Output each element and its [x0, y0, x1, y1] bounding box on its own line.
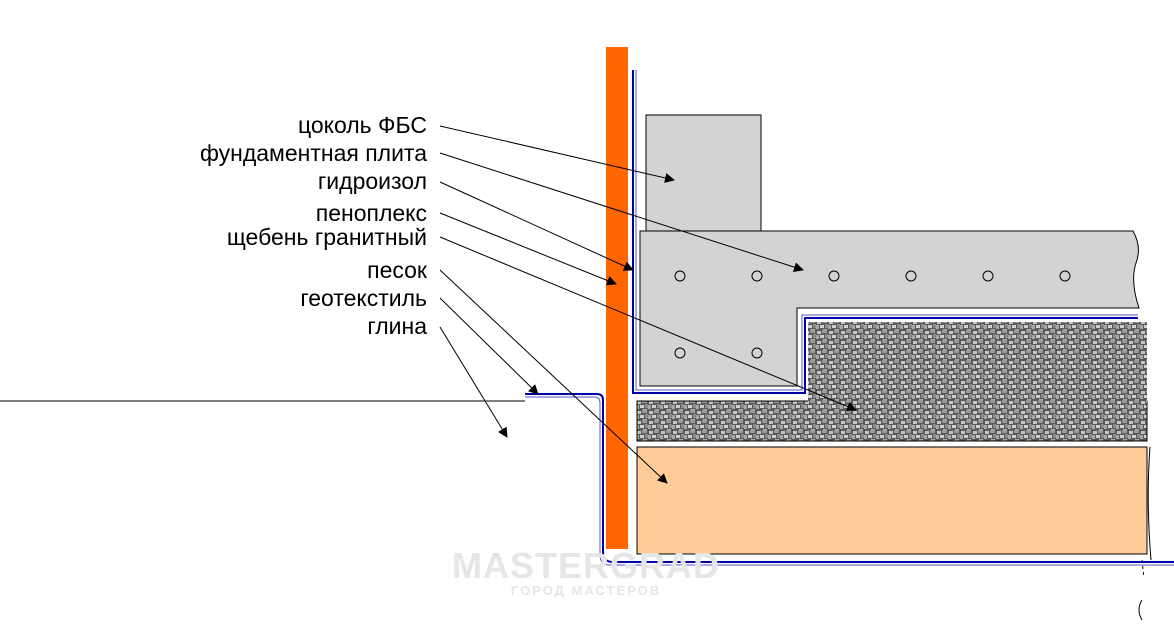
waterproofing-layer	[632, 70, 1138, 394]
rebar-mark	[982, 270, 994, 282]
break-mark	[1138, 599, 1143, 621]
waterproofing-layer-inner	[635, 70, 1138, 391]
leader-arrow-clay	[439, 326, 508, 438]
leader-lines	[439, 125, 857, 484]
label-sand: песок	[367, 257, 428, 283]
leader-arrow-geotextile	[439, 297, 539, 395]
break-mark	[1147, 446, 1152, 561]
label-waterproofing: гидроизол	[318, 168, 427, 194]
label-clay: глина	[367, 313, 427, 339]
leader-arrow-plinth	[439, 125, 675, 183]
label-plinth: цоколь ФБС	[298, 112, 427, 138]
foundation-slab	[639, 230, 1140, 387]
rebar-mark	[1059, 270, 1071, 282]
label-penoplex: пеноплекс	[316, 200, 427, 226]
rebar-mark	[674, 347, 686, 359]
leader-arrow-gravel	[439, 236, 857, 412]
sand-layer	[636, 446, 1148, 555]
leader-arrow-sand	[439, 269, 668, 484]
rebar-mark	[751, 347, 763, 359]
rebar-mark	[674, 270, 686, 282]
rebar-mark	[751, 270, 763, 282]
rebar-mark	[905, 270, 917, 282]
leader-arrow-slab	[439, 152, 804, 272]
gravel-layer-upper	[808, 322, 1147, 404]
leader-arrow-waterproofing	[439, 181, 634, 271]
gravel-layer-lower	[636, 400, 1148, 442]
watermark-tagline: ГОРОД МАСТЕРОВ	[511, 583, 661, 598]
label-geotextile: геотекстиль	[300, 285, 427, 311]
rebar-marks	[674, 270, 1071, 359]
geotextile-layer-inner	[525, 396, 1174, 566]
rebar-mark	[828, 270, 840, 282]
label-gravel: щебень гранитный	[227, 224, 427, 250]
penoplex-insulation	[606, 47, 628, 549]
label-slab: фундаментная плита	[200, 140, 427, 166]
fbs-plinth-block	[645, 114, 762, 232]
watermark-brand: MASTERGRAD	[452, 545, 720, 586]
leader-arrow-penoplex	[439, 212, 617, 286]
geotextile-layer	[525, 393, 1174, 563]
